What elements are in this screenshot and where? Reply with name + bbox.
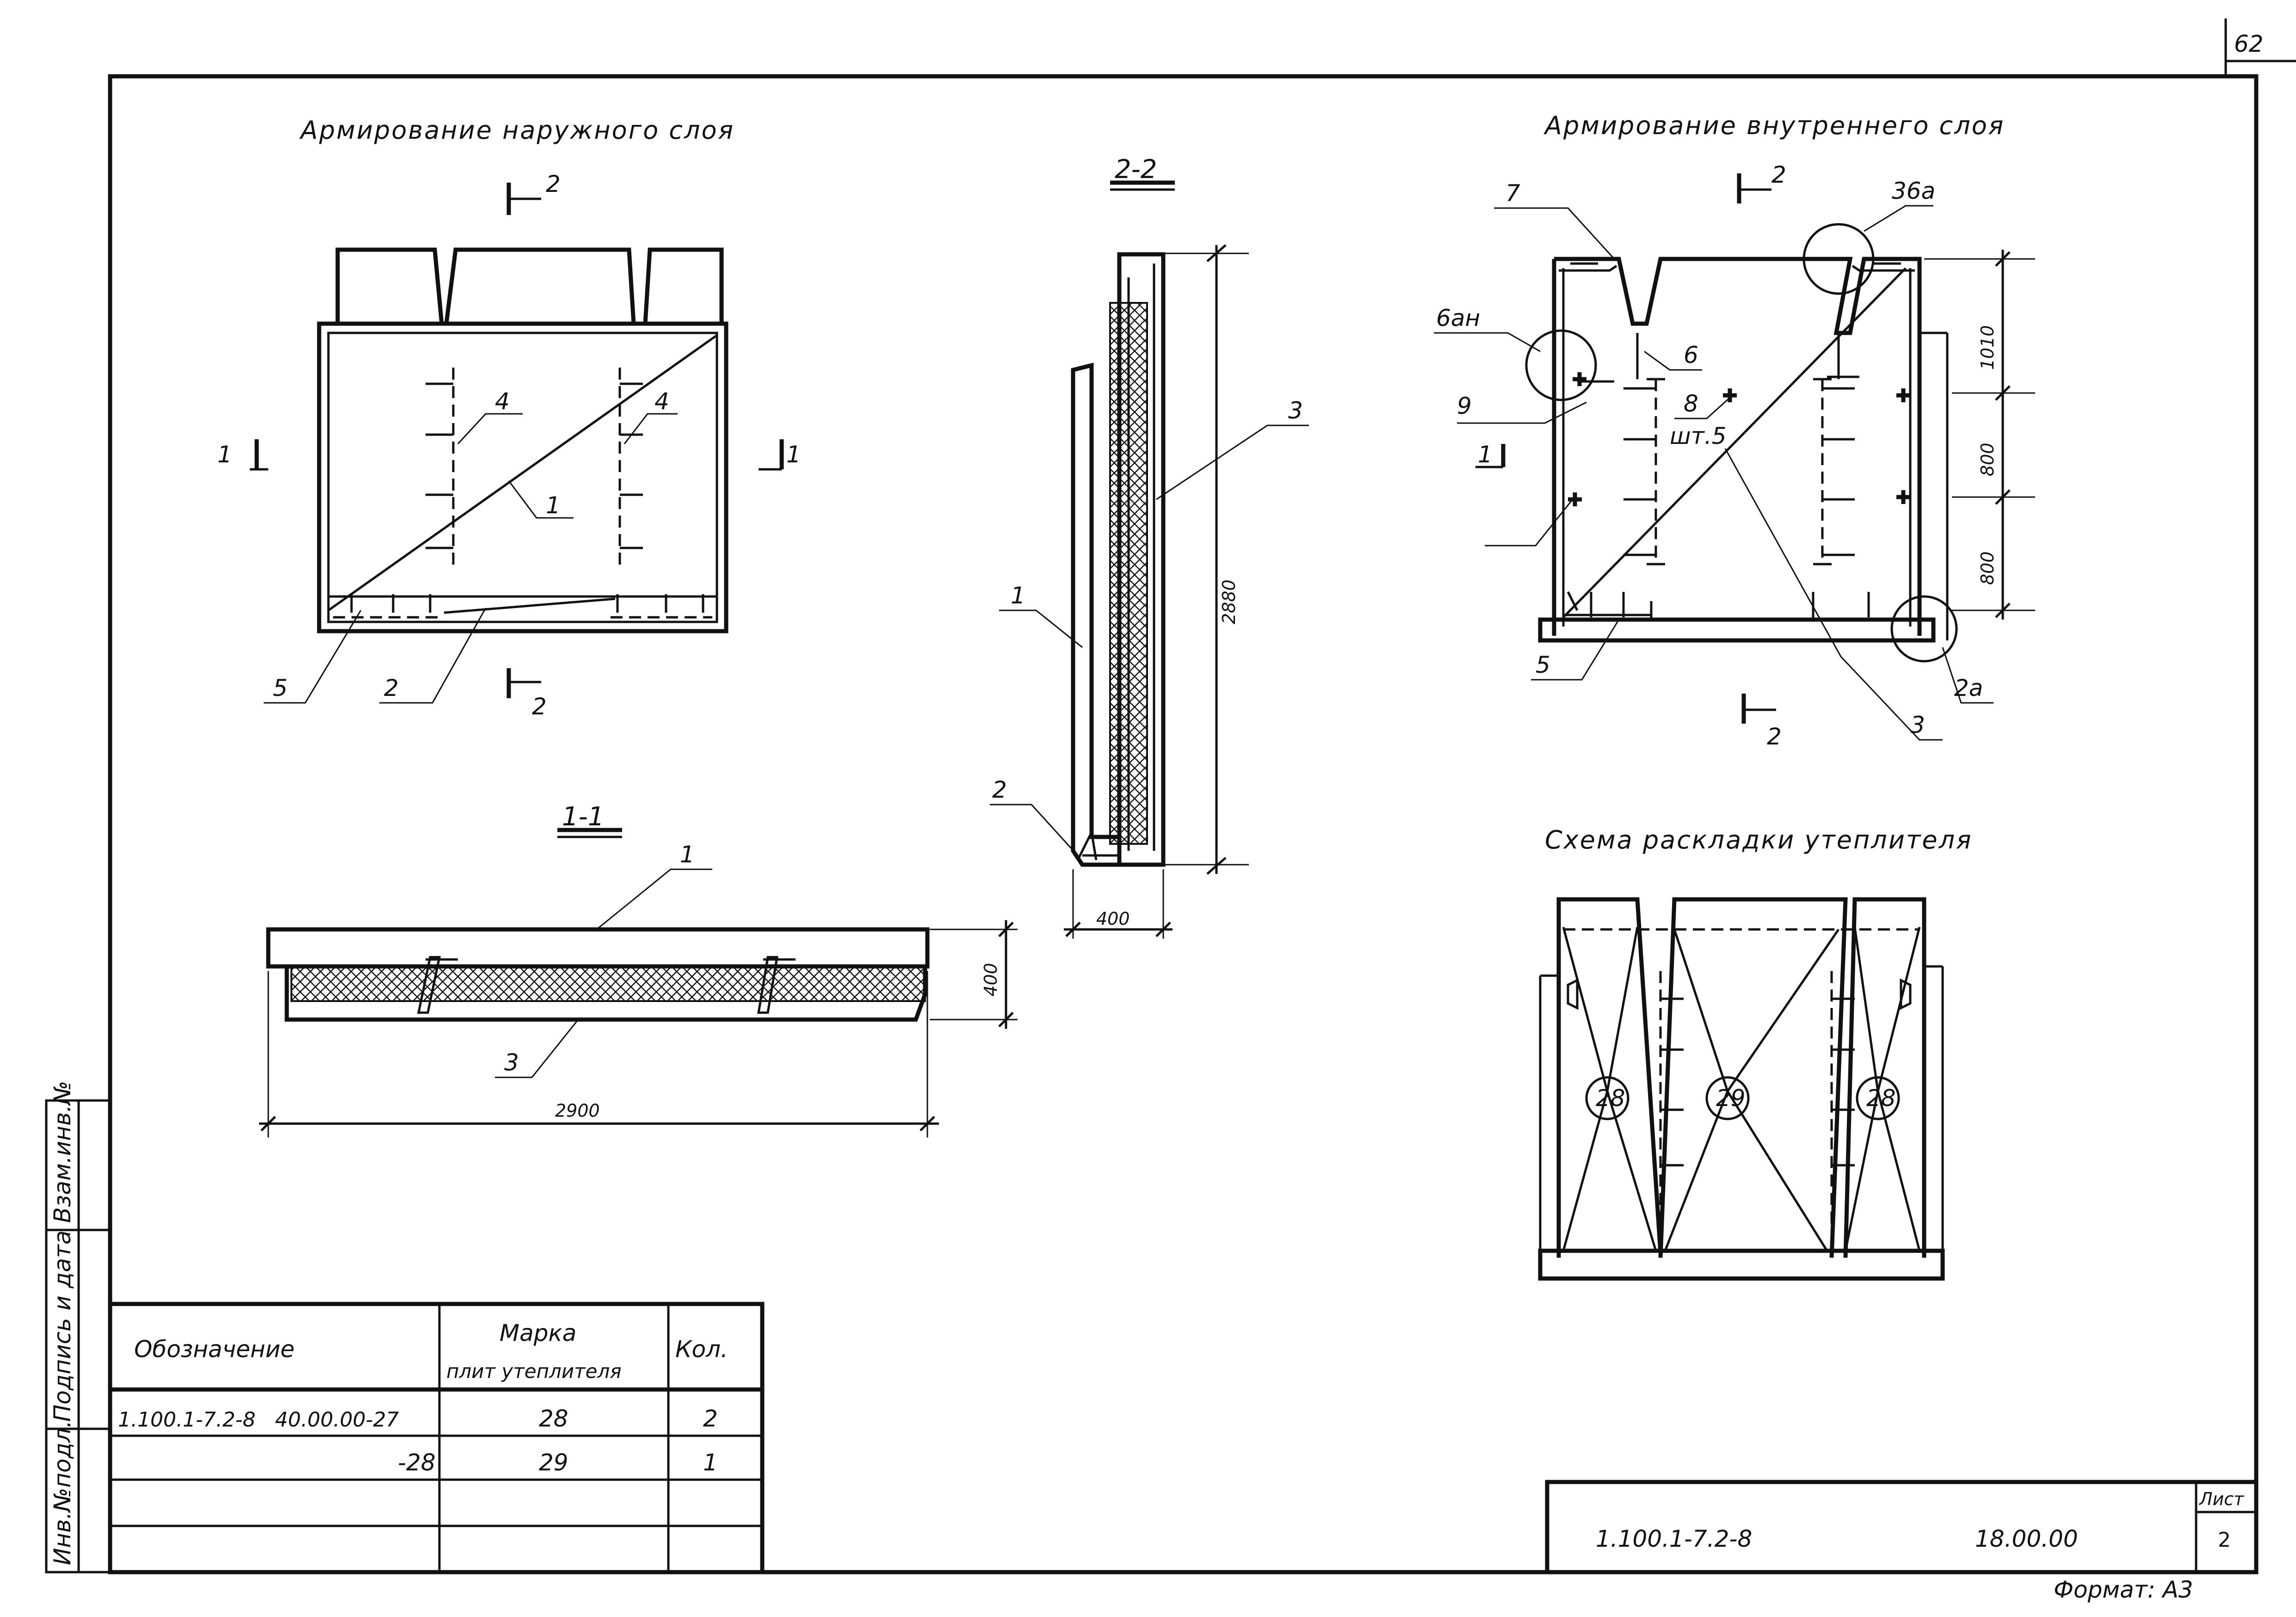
callout-5b: 5 bbox=[1536, 652, 1550, 678]
table-header-qty: Кол. bbox=[675, 1336, 728, 1363]
table-header-mark-line1: Марка bbox=[500, 1320, 576, 1346]
callout-1b: 1 bbox=[1011, 582, 1025, 609]
section-mark-1-left: 1 bbox=[217, 441, 232, 468]
callout-3a: 3 bbox=[1288, 397, 1303, 424]
table-row-2-designation: -28 bbox=[398, 1449, 436, 1476]
section-2-2-title: 2-2 bbox=[1115, 154, 1157, 184]
dim-800-b: 800 bbox=[1977, 551, 1998, 585]
table-row-2-qty: 1 bbox=[703, 1449, 718, 1476]
callout-5a: 5 bbox=[273, 675, 288, 701]
callout-7: 7 bbox=[1506, 180, 1520, 207]
table-row-1-qty: 2 bbox=[703, 1405, 718, 1432]
callout-4b: 4 bbox=[654, 388, 669, 415]
detail-circle-6an bbox=[1525, 329, 1597, 401]
callout-pieces: шт.5 bbox=[1670, 423, 1727, 449]
callout-1a: 1 bbox=[546, 492, 561, 519]
drawing-frame: 62 bbox=[108, 18, 2296, 1574]
insulation-scheme-view: Схема раскладки утеплителя 28 29 28 bbox=[1538, 825, 1973, 1281]
dim-400-section11: 400 bbox=[981, 963, 1001, 996]
section-1-1-title: 1-1 bbox=[562, 802, 604, 832]
dim-400-section22: 400 bbox=[1096, 909, 1130, 929]
section-mark-1-right: 1 bbox=[786, 441, 801, 468]
spec-table: Обозначение Марка плит утеплителя Кол. 1… bbox=[108, 1302, 765, 1574]
callout-8: 8 bbox=[1684, 390, 1698, 417]
table-header-mark-line2: плит утеплителя bbox=[446, 1360, 622, 1383]
plate-mark-circle-left bbox=[1585, 1076, 1629, 1120]
section-2-2-view: 2-2 2880 400 3 1 2 bbox=[990, 154, 1309, 939]
detail-circle-2a bbox=[1890, 595, 1958, 663]
plate-mark-circle-center bbox=[1705, 1076, 1750, 1120]
section-mark-2-top: 2 bbox=[546, 171, 561, 197]
title-block-sheet-label: Лист bbox=[2198, 1489, 2245, 1509]
table-row-1-mark: 28 bbox=[539, 1405, 568, 1432]
title-block-sheet: 2 bbox=[2218, 1528, 2231, 1552]
dim-2900: 2900 bbox=[555, 1101, 600, 1121]
stamp-replace-inv: Взам.инв.№ bbox=[49, 1081, 76, 1223]
callout-6an: 6ан bbox=[1436, 305, 1480, 332]
outer-layer-title: Армирование наружного слоя bbox=[299, 116, 734, 145]
format-label: Формат: А3 bbox=[2054, 1576, 2193, 1603]
table-row-2-mark: 29 bbox=[539, 1449, 568, 1476]
callout-3b: 3 bbox=[504, 1049, 519, 1076]
callout-2a: 2 bbox=[384, 675, 399, 701]
stamp-sign-date: Подпись и дата bbox=[49, 1230, 76, 1422]
inner-layer-view: Армирование внутреннего слоя 2 bbox=[1434, 111, 2035, 750]
section-1-1-view: 1-1 1 3 400 2900 bbox=[259, 802, 1018, 1137]
section-mark-2-inner-top: 2 bbox=[1771, 161, 1786, 188]
callout-1c: 1 bbox=[680, 841, 695, 868]
callout-2a-inner: 2а bbox=[1954, 675, 1983, 701]
stamp-inv-orig: Инв.№подл. bbox=[49, 1420, 76, 1565]
detail-circle-36a bbox=[1802, 223, 1875, 295]
inner-layer-title: Армирование внутреннего слоя bbox=[1543, 111, 2005, 140]
table-row-1-designation: 1.100.1-7.2-8 40.00.00-27 bbox=[118, 1408, 399, 1432]
plate-mark-28-right: 28 bbox=[1866, 1085, 1896, 1112]
plate-mark-29: 29 bbox=[1716, 1085, 1746, 1112]
dim-1010: 1010 bbox=[1977, 325, 1998, 370]
title-block: 1.100.1-7.2-8 18.00.00 Лист 2 Формат: А3 bbox=[1545, 1480, 2259, 1603]
insulation-scheme-title: Схема раскладки утеплителя bbox=[1545, 825, 1973, 855]
callout-36a: 36а bbox=[1892, 178, 1935, 204]
title-block-code: 1.100.1-7.2-8 bbox=[1596, 1525, 1752, 1552]
side-stamp: Инв.№подл. Подпись и дата Взам.инв.№ bbox=[45, 1081, 111, 1574]
dim-2880: 2880 bbox=[1219, 579, 1239, 624]
callout-9: 9 bbox=[1457, 393, 1472, 419]
callout-3c: 3 bbox=[1910, 712, 1925, 738]
callout-6: 6 bbox=[1684, 342, 1698, 369]
plate-mark-28-left: 28 bbox=[1596, 1085, 1625, 1112]
dim-800-a: 800 bbox=[1977, 443, 1998, 476]
sheet-number: 62 bbox=[2234, 31, 2264, 57]
callout-2b: 2 bbox=[992, 776, 1007, 803]
title-block-number: 18.00.00 bbox=[1975, 1525, 2078, 1552]
table-header-designation: Обозначение bbox=[134, 1336, 295, 1363]
section-mark-2-inner-bottom: 2 bbox=[1767, 723, 1782, 750]
outer-layer-view: Армирование наружного слоя 2 4 4 1 5 2 bbox=[217, 116, 801, 720]
callout-4a: 4 bbox=[495, 388, 510, 415]
section-mark-2-bottom: 2 bbox=[532, 693, 547, 720]
section-mark-1-inner: 1 bbox=[1478, 441, 1493, 468]
plate-mark-circle-right bbox=[1856, 1076, 1900, 1120]
